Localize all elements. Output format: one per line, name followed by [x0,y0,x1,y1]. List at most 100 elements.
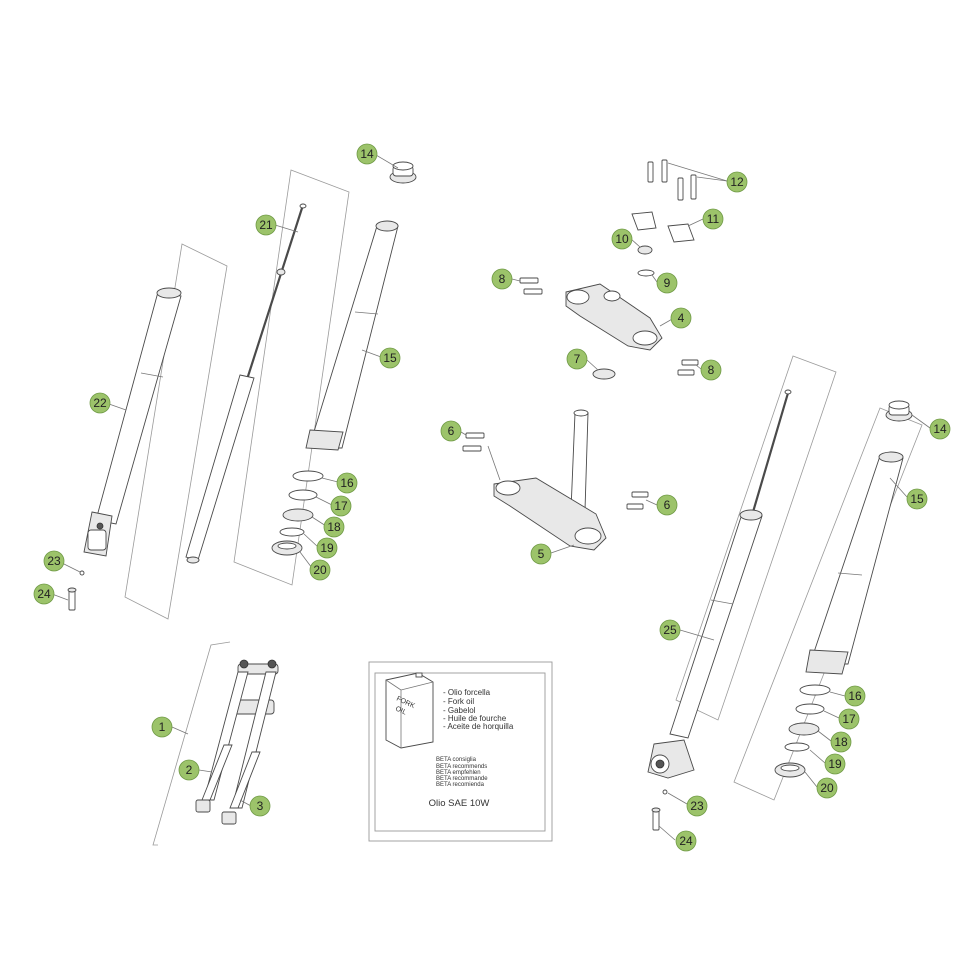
callout-19-left[interactable]: 19 [316,537,338,559]
callout-16-right[interactable]: 16 [844,685,866,707]
bolts-12 [647,159,697,201]
oil-name-fr: - Huile de fourche [443,714,507,723]
callout-3[interactable]: 3 [249,795,271,817]
lower-triple-clamp-5 [493,409,607,551]
fork-cap-14-right [885,400,913,422]
oil-spec-box: FORK OIL - Olio forcella - Fork oil - Ga… [368,661,553,842]
callout-8-top[interactable]: 8 [491,268,513,290]
svg-text:17: 17 [334,499,348,513]
seal-stack-right [774,684,831,778]
svg-text:6: 6 [448,424,455,438]
seal-stack-left [271,470,324,556]
fork-overview [152,641,279,846]
recommend-it: BETA consiglia [436,757,477,763]
callout-8-bottom[interactable]: 8 [700,359,722,381]
callout-23-right[interactable]: 23 [686,795,708,817]
upper-tube-15-right [805,451,904,675]
svg-text:18: 18 [834,735,848,749]
callout-24-right[interactable]: 24 [675,830,697,852]
triple-clamp-assembly [460,159,728,554]
svg-text:10: 10 [615,232,629,246]
svg-text:6: 6 [664,498,671,512]
left-fork-assembly [51,154,417,620]
callout-6-left[interactable]: 6 [440,420,462,442]
callout-14-right[interactable]: 14 [929,418,951,440]
callout-20-left[interactable]: 20 [309,559,331,581]
svg-text:3: 3 [257,799,264,813]
callout-9[interactable]: 9 [656,272,678,294]
left-outer-leg-frame [124,243,228,620]
svg-text:23: 23 [690,799,704,813]
callout-10[interactable]: 10 [611,228,633,250]
oil-can-icon: FORK OIL [385,672,434,749]
callout-22[interactable]: 22 [89,392,111,414]
upper-tube-15-left [305,220,399,451]
callout-4[interactable]: 4 [670,307,692,329]
oil-name-it: - Olio forcella [443,688,491,697]
fork-cap-14-left [389,161,417,184]
callout-18-left[interactable]: 18 [323,516,345,538]
callout-16-left[interactable]: 16 [336,472,358,494]
svg-text:25: 25 [663,623,677,637]
svg-text:11: 11 [707,212,720,226]
oil-recommend: BETA consiglia BETA recommends BETA empf… [436,757,488,788]
callout-18-right[interactable]: 18 [830,731,852,753]
callout-15-left[interactable]: 15 [379,347,401,369]
callout-5[interactable]: 5 [530,543,552,565]
oil-name-es: - Aceite de horquilla [443,722,514,731]
callout-15-right[interactable]: 15 [906,488,928,510]
svg-text:21: 21 [259,218,273,232]
svg-text:2: 2 [186,763,193,777]
right-outer-leg-frame [675,355,837,721]
callout-14-left[interactable]: 14 [356,143,378,165]
washer-9 [637,269,655,277]
lower-leg-25 [647,509,763,779]
svg-text:24: 24 [679,834,693,848]
svg-text:20: 20 [820,781,834,795]
recommend-en: BETA recommends [436,764,487,770]
callout-24-left[interactable]: 24 [33,583,55,605]
svg-text:7: 7 [574,352,581,366]
clamps-11 [631,211,695,243]
recommend-fr: BETA recommande [436,776,488,782]
svg-text:15: 15 [910,492,924,506]
callout-1[interactable]: 1 [151,716,173,738]
recommend-de: BETA empfehlen [436,770,481,776]
nut-10 [637,245,653,255]
fork-overview-legs [195,671,277,825]
callout-23-left[interactable]: 23 [43,550,65,572]
right-fork-assembly [647,355,931,841]
callout-17-right[interactable]: 17 [838,708,860,730]
callout-19-right[interactable]: 19 [824,753,846,775]
svg-text:1: 1 [159,720,166,734]
svg-text:16: 16 [848,689,862,703]
callout-17-left[interactable]: 17 [330,495,352,517]
svg-text:4: 4 [678,311,685,325]
callout-20-right[interactable]: 20 [816,777,838,799]
oil-name-de: - Gabelol [443,706,476,715]
callout-6-right[interactable]: 6 [656,494,678,516]
svg-text:19: 19 [828,757,842,771]
oil-can-label-2: OIL [394,705,407,716]
bolts-8 [519,277,699,376]
bolt-24-left [67,570,85,611]
callout-2[interactable]: 2 [178,759,200,781]
svg-text:8: 8 [499,272,506,286]
svg-text:14: 14 [360,147,374,161]
svg-text:14: 14 [933,422,947,436]
svg-text:24: 24 [37,587,51,601]
callout-7[interactable]: 7 [566,348,588,370]
svg-text:16: 16 [340,476,354,490]
callout-25[interactable]: 25 [659,619,681,641]
lower-leg-22 [83,287,182,557]
svg-text:17: 17 [842,712,856,726]
callout-12[interactable]: 12 [726,171,748,193]
svg-text:12: 12 [730,175,744,189]
oil-spec: Olio SAE 10W [429,798,490,809]
callout-21[interactable]: 21 [255,214,277,236]
svg-text:8: 8 [708,363,715,377]
svg-text:5: 5 [538,547,545,561]
callout-11[interactable]: 11 [702,208,724,230]
svg-text:23: 23 [47,554,61,568]
